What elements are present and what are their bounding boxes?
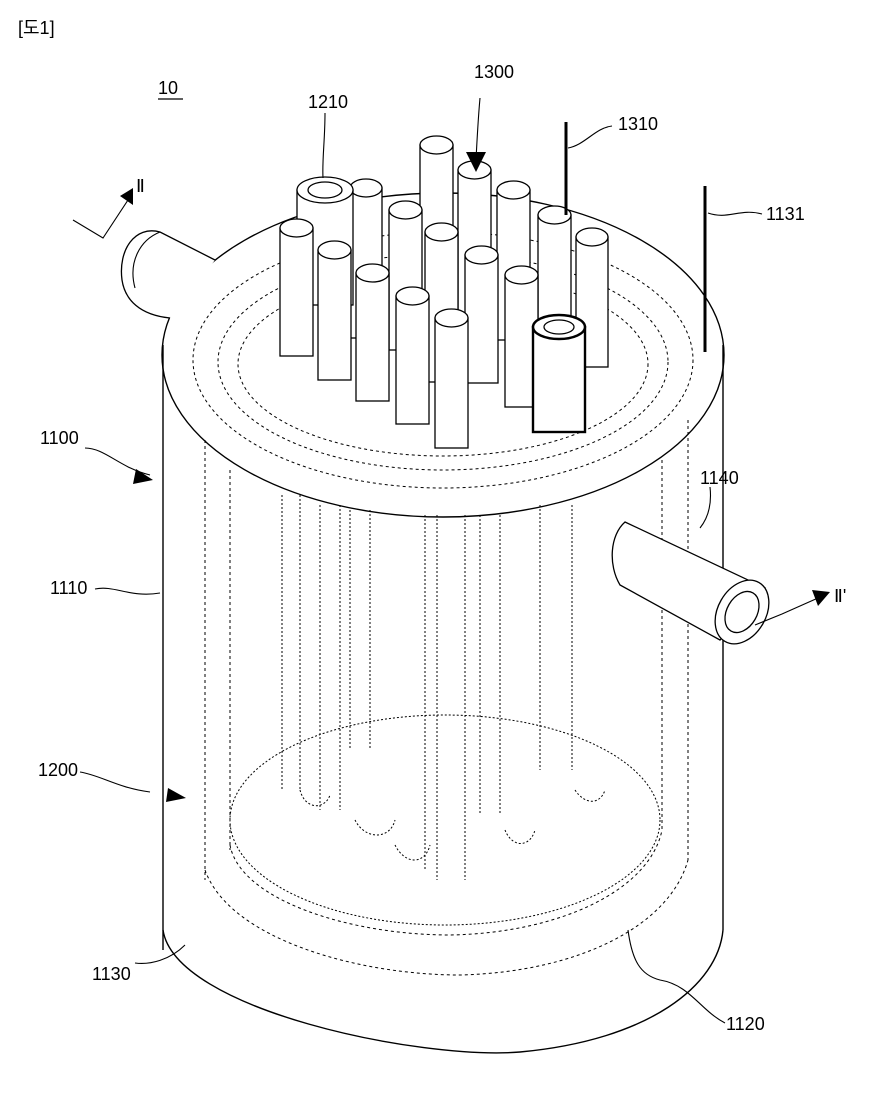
label-device: 10	[158, 78, 178, 98]
electrode	[435, 309, 468, 448]
inner-vessel-dashed	[205, 420, 688, 975]
label-bottom: 1130	[92, 964, 131, 984]
label-hollow-electrode: 1210	[308, 92, 348, 112]
label-outer-wall: 1110	[50, 578, 87, 598]
large-hollow-tube	[533, 315, 585, 432]
electrode	[280, 219, 313, 356]
label-rod-right: 1131	[766, 204, 805, 224]
label-section-left: Ⅱ	[136, 176, 145, 196]
label-electrode-assembly: 1200	[38, 760, 78, 780]
outlet-pipe	[612, 522, 780, 653]
electrode-rods-hidden	[282, 495, 605, 880]
inlet-pipe	[121, 231, 215, 318]
electrode	[318, 241, 351, 380]
label-housing: 1100	[40, 428, 79, 448]
electrode	[465, 246, 498, 383]
electrode	[356, 264, 389, 401]
electrode	[396, 287, 429, 424]
label-inner-wall: 1120	[726, 1014, 765, 1034]
label-rod-top: 1310	[618, 114, 658, 134]
figure-label: [도1]	[18, 18, 55, 38]
label-electrode-group: 1300	[474, 62, 514, 82]
electrode-array	[280, 136, 608, 448]
label-outlet-pipe: 1140	[700, 468, 739, 488]
label-section-right: Ⅱ'	[834, 586, 846, 606]
